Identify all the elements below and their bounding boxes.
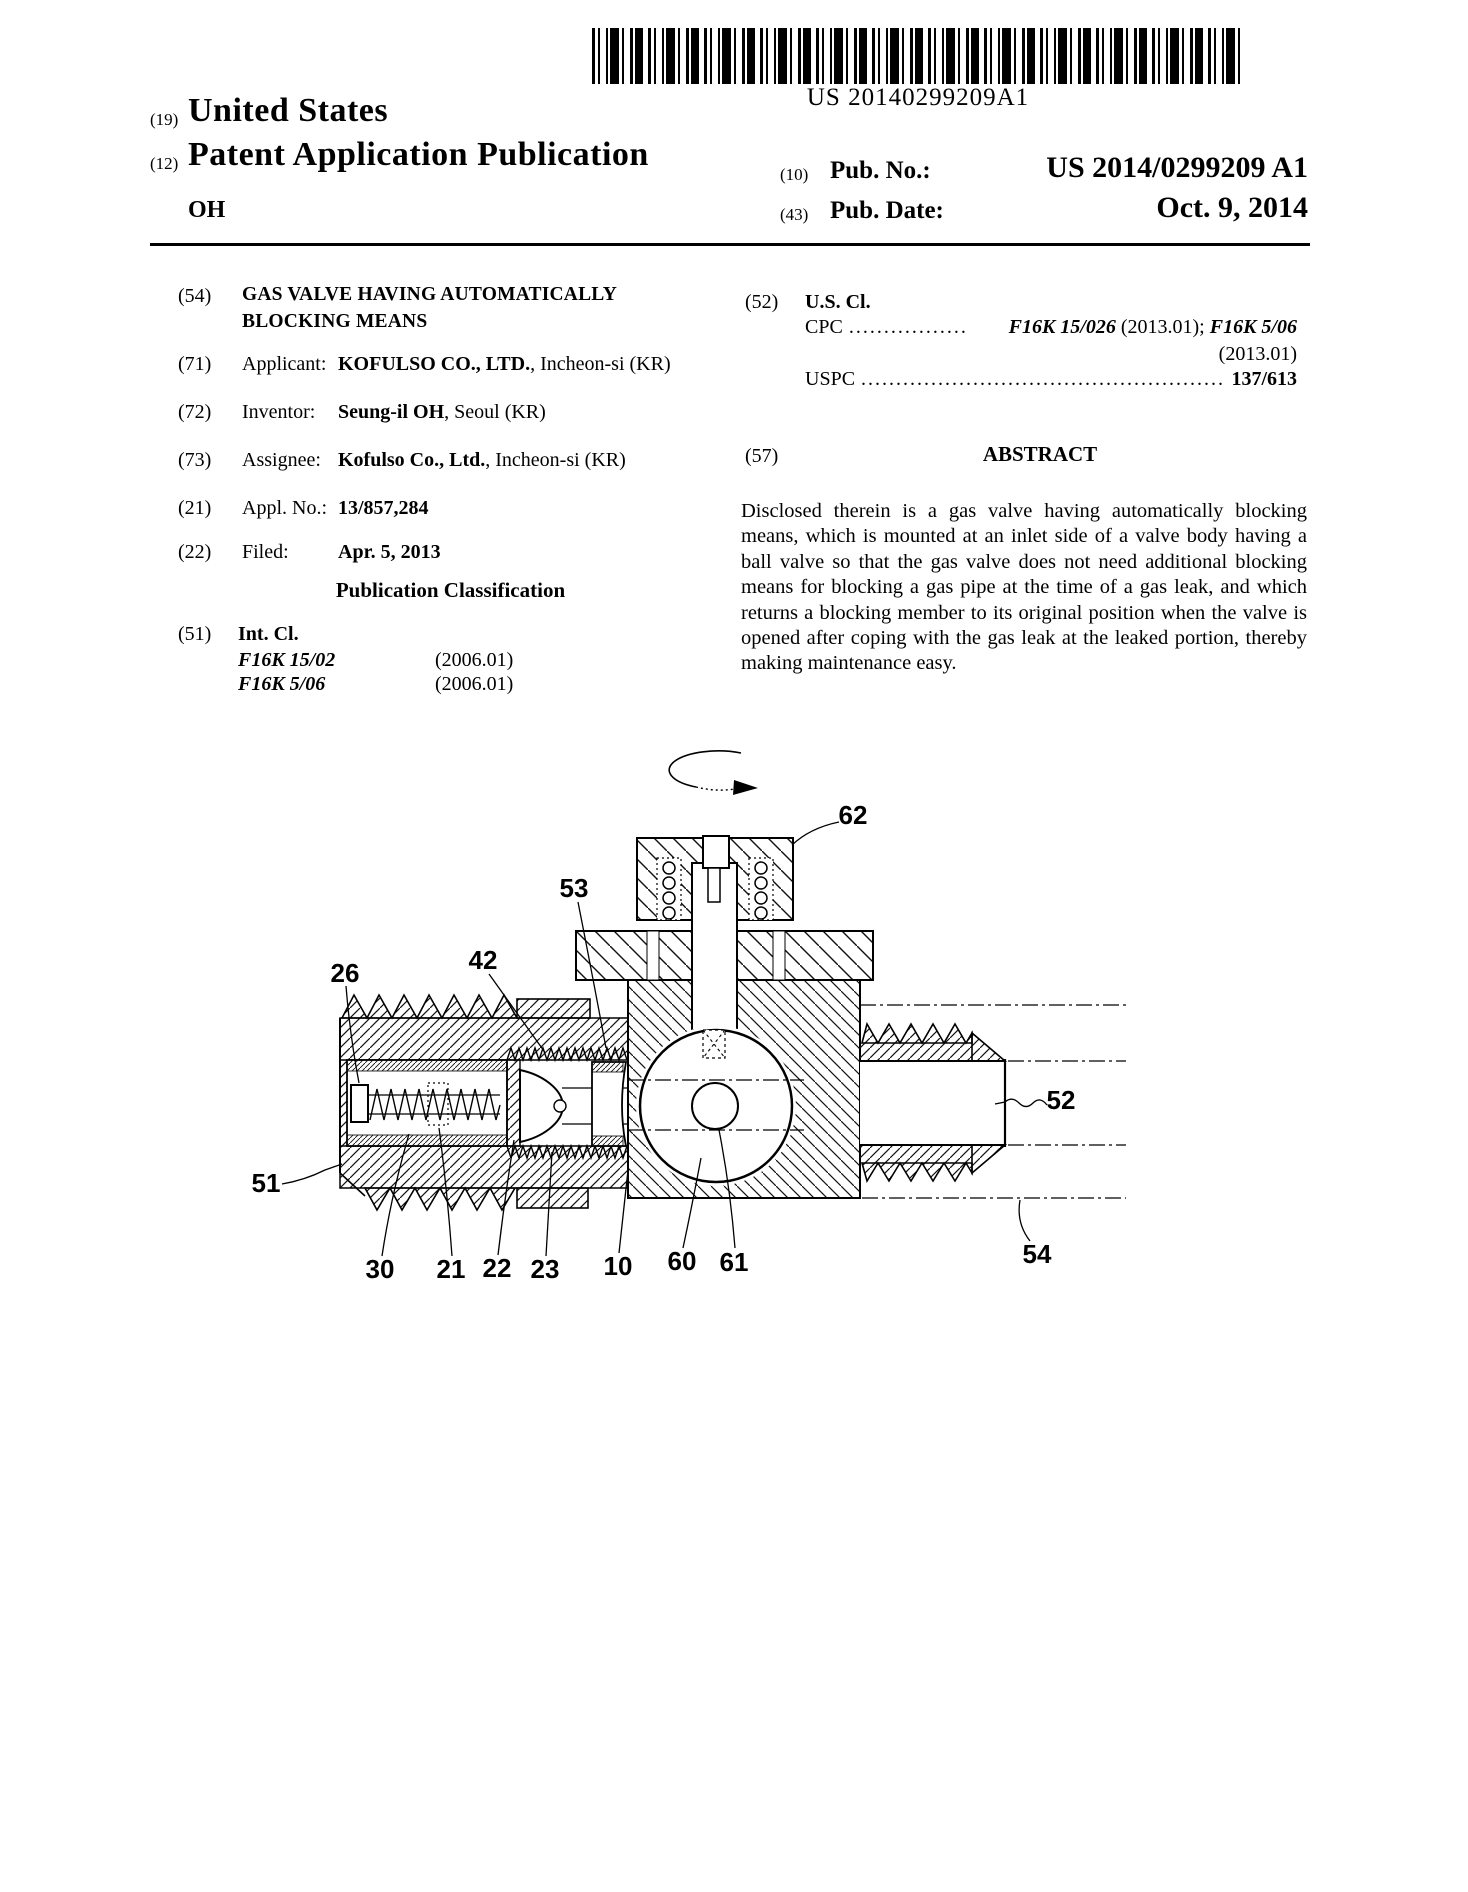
- invention-title: GAS VALVE HAVING AUTOMATICALLY BLOCKING …: [242, 284, 617, 332]
- screw-26: [350, 1084, 369, 1123]
- inventor-surname: OH: [188, 197, 226, 223]
- cpc-continuation: (2013.01): [1218, 343, 1297, 365]
- header-divider: [150, 243, 1310, 246]
- ref-62: 62: [839, 800, 868, 830]
- publication-classification-heading: Publication Classification: [335, 578, 566, 602]
- pub-date-num: (43): [780, 205, 809, 224]
- intcl-num: (51): [178, 623, 212, 645]
- abstract-num: (57): [745, 445, 779, 467]
- title-num: (54): [178, 285, 212, 307]
- ref-60: 60: [668, 1246, 697, 1276]
- ref-26: 26: [331, 958, 360, 988]
- uscl-num: (52): [745, 291, 779, 313]
- valve-seat-10: [591, 1061, 628, 1147]
- stem-bolt-head: [702, 835, 730, 869]
- abstract-heading: ABSTRACT: [982, 442, 1098, 466]
- rotation-arrow: [668, 750, 758, 795]
- applicant-label: Applicant:: [242, 353, 327, 375]
- intcl-code-2: F16K 5/06: [238, 673, 326, 695]
- assignee-value: Kofulso Co., Ltd., Incheon-si (KR): [338, 449, 626, 471]
- ref-23: 23: [531, 1254, 560, 1284]
- blocking-member-21: [427, 1082, 449, 1126]
- pub-no-value: US 2014/0299209 A1: [1046, 151, 1308, 184]
- leader-lines: [281, 821, 1048, 1257]
- stem-springs: [656, 857, 774, 921]
- ref-51: 51: [252, 1168, 281, 1198]
- intcl-code-1: F16K 15/02: [238, 649, 336, 671]
- applicant-num: (71): [178, 353, 212, 375]
- stem-bolt: [707, 867, 721, 903]
- barcode-image: [592, 28, 1244, 84]
- intcl-ver-2: (2006.01): [435, 673, 514, 695]
- pub-date-value: Oct. 9, 2014: [1156, 191, 1308, 224]
- ref-10: 10: [604, 1251, 633, 1281]
- pub-no-label: Pub. No.:: [830, 157, 931, 184]
- reference-numerals: 62 53 42 26 51 30 21 22 23 10 60 61 52 5…: [252, 800, 1076, 1284]
- phantom-centerlines: [860, 1004, 1126, 1199]
- ref-30: 30: [366, 1254, 395, 1284]
- left-fitting: [339, 993, 629, 1212]
- assignee-label: Assignee:: [242, 449, 321, 471]
- pub-no-num: (10): [780, 165, 809, 184]
- appl-no-num: (21): [178, 497, 212, 519]
- uscl-label: U.S. Cl.: [805, 291, 871, 313]
- assignee-num: (73): [178, 449, 212, 471]
- country-name: United States: [188, 92, 389, 129]
- ref-21: 21: [437, 1254, 466, 1284]
- cpc-line: CPC ................. F16K 15/026 (2013.…: [805, 316, 1297, 338]
- applicant-value: KOFULSO CO., LTD., Incheon-si (KR): [338, 353, 671, 375]
- right-fitting: [860, 1021, 1008, 1183]
- doc-type-num: (12): [150, 154, 179, 173]
- filed-value: Apr. 5, 2013: [338, 541, 441, 563]
- ball-valve-60: [628, 1026, 804, 1186]
- appl-no-value: 13/857,284: [338, 497, 429, 519]
- ref-52: 52: [1047, 1085, 1076, 1115]
- uspc-line: USPC ...................................…: [805, 368, 1297, 390]
- doc-type: Patent Application Publication: [188, 136, 649, 173]
- left-fitting-bottom-threads: [363, 1186, 517, 1212]
- ref-42: 42: [469, 945, 498, 975]
- ref-22: 22: [483, 1253, 512, 1283]
- intcl-ver-1: (2006.01): [435, 649, 514, 671]
- appl-no-label: Appl. No.:: [242, 497, 327, 519]
- abstract-text: Disclosed therein is a gas valve having …: [741, 500, 1307, 675]
- pub-date-label: Pub. Date:: [830, 197, 944, 224]
- filed-num: (22): [178, 541, 212, 563]
- ref-53: 53: [560, 873, 589, 903]
- ref-54: 54: [1023, 1239, 1052, 1269]
- left-fitting-top-threads: [340, 993, 519, 1020]
- filed-label: Filed:: [242, 541, 289, 563]
- inventor-value: Seung-il OH, Seoul (KR): [338, 401, 546, 423]
- figure-gas-valve-cross-section: 62 53 42 26 51 30 21 22 23 10 60 61 52 5…: [252, 750, 1126, 1284]
- spring-30: [369, 1088, 501, 1121]
- inventor-num: (72): [178, 401, 212, 423]
- inventor-label: Inventor:: [242, 401, 316, 423]
- ref-61: 61: [720, 1247, 749, 1277]
- barcode-number: US 20140299209A1: [806, 84, 1030, 111]
- ball-bore-61: [691, 1082, 739, 1130]
- country-code-num: (19): [150, 110, 179, 129]
- intcl-label: Int. Cl.: [238, 623, 299, 645]
